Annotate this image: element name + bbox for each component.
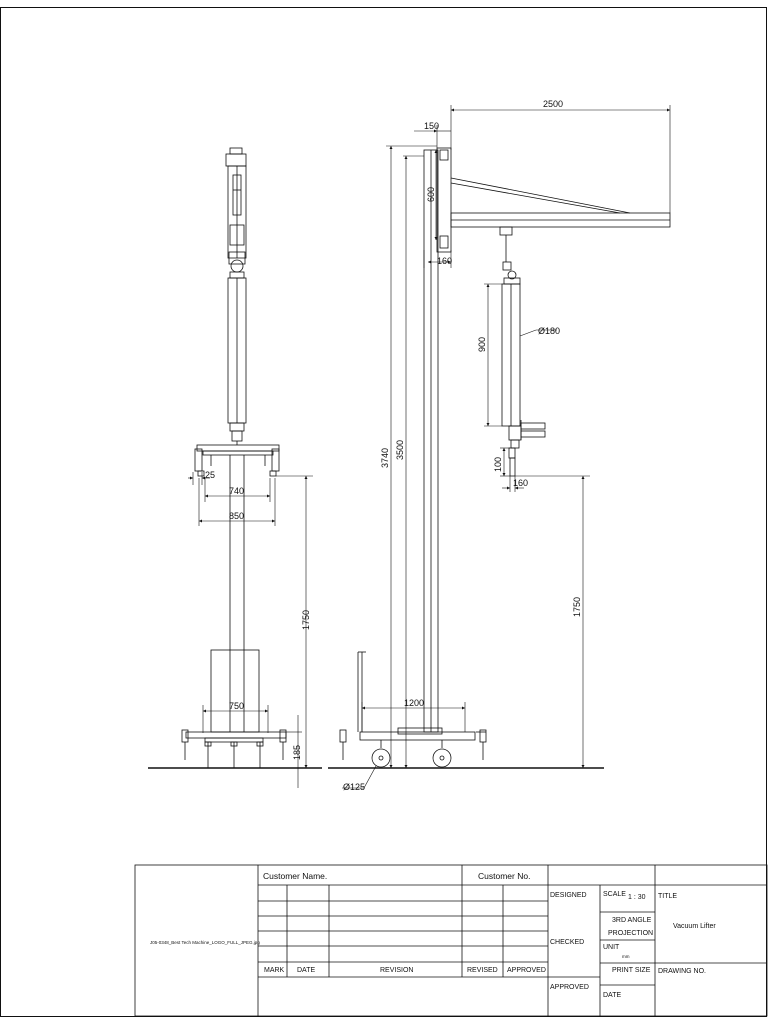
logo-filename: J05-0348_Best Tech Machine_LOGO_FULL_JPE…: [150, 940, 260, 945]
col-date: DATE: [297, 967, 315, 974]
col-approved: APPROVED: [507, 967, 546, 974]
dim-side-25: 25: [205, 470, 215, 480]
front-view: [328, 147, 671, 769]
customer-name-label: Customer Name.: [263, 871, 327, 881]
col-revised: REVISED: [467, 967, 498, 974]
unit-label: UNIT: [603, 944, 620, 951]
dim-front-600: 600: [426, 187, 436, 202]
title-value: Vacuum Lifter: [673, 923, 716, 930]
checked-label: CHECKED: [550, 939, 584, 946]
scale-label: SCALE: [603, 891, 626, 898]
dim-side-1750: 1750: [301, 610, 311, 630]
col-revision: REVISION: [380, 967, 413, 974]
sheet-border: [0, 7, 767, 1017]
dim-side-185: 185: [292, 745, 302, 760]
date-label: DATE: [603, 992, 621, 999]
dim-front-160-pad: 160: [513, 478, 528, 488]
dim-side-740: 740: [229, 486, 244, 496]
col-mark: MARK: [264, 967, 285, 974]
dim-front-3500: 3500: [395, 440, 405, 460]
front-view-dimensions: [342, 105, 671, 789]
dim-front-150: 150: [424, 121, 439, 131]
dim-front-dia180: Ø180: [538, 326, 560, 336]
approved-label: APPROVED: [550, 984, 589, 991]
dim-front-dia125: Ø125: [343, 782, 365, 792]
customer-no-label: Customer No.: [478, 871, 530, 881]
dim-front-2500: 2500: [543, 99, 563, 109]
title-label: TITLE: [658, 893, 677, 900]
designed-label: DESIGNED: [550, 892, 587, 899]
dim-front-100: 100: [493, 457, 503, 472]
print-size-label: PRINT SIZE: [612, 967, 651, 974]
projection-line1: 3RD ANGLE: [612, 917, 652, 924]
side-view-dimensions: [188, 472, 313, 788]
drawing-no-label: DRAWING NO.: [658, 968, 706, 975]
dim-front-160-col: 160: [437, 256, 452, 266]
dim-front-3740: 3740: [380, 448, 390, 468]
dim-front-900: 900: [477, 337, 487, 352]
title-block: [134, 864, 768, 1017]
unit-value: mm: [622, 954, 630, 959]
dim-front-1200: 1200: [404, 698, 424, 708]
projection-line2: PROJECTION: [608, 930, 653, 937]
dim-front-1750: 1750: [572, 597, 582, 617]
scale-value: 1 : 30: [628, 894, 646, 901]
side-view: [148, 147, 322, 769]
dim-side-850: 850: [229, 511, 244, 521]
dim-side-750: 750: [229, 701, 244, 711]
